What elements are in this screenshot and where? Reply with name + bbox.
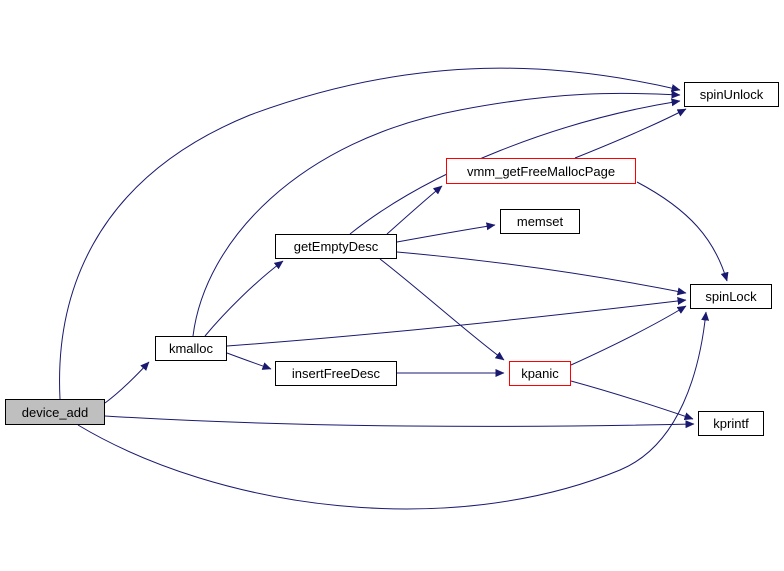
edge-vmm_getFreeMallocPage-spinUnlock: [574, 108, 687, 159]
edge-device_add-spinLock: [77, 311, 710, 510]
node-spinLock-label: spinLock: [705, 289, 757, 304]
edge-getEmptyDesc-spinLock: [396, 251, 687, 296]
node-insertFreeDesc-label: insertFreeDesc: [291, 366, 381, 381]
edge-device_add-spinUnlock: [59, 67, 681, 400]
node-device_add[interactable]: device_add: [5, 399, 105, 425]
node-getEmptyDesc[interactable]: getEmptyDesc: [275, 234, 397, 259]
edge-kpanic-spinLock: [570, 305, 687, 366]
edge-getEmptyDesc-memset: [396, 222, 496, 243]
node-kprintf-label: kprintf: [713, 416, 749, 431]
edge-getEmptyDesc-kpanic: [379, 258, 505, 361]
node-kprintf[interactable]: kprintf: [698, 411, 764, 436]
edge-getEmptyDesc-vmm_getFreeMallocPage: [386, 185, 443, 235]
node-kmalloc-label: kmalloc: [168, 341, 214, 356]
edge-kmalloc-insertFreeDesc: [226, 352, 272, 370]
node-getEmptyDesc-label: getEmptyDesc: [293, 239, 379, 254]
edge-kpanic-kprintf: [570, 380, 694, 421]
edge-device_add-kprintf: [104, 415, 695, 429]
node-kpanic-label: kpanic: [521, 366, 559, 381]
edge-getEmptyDesc-spinUnlock: [349, 98, 681, 235]
node-spinUnlock[interactable]: spinUnlock: [684, 82, 779, 107]
edge-kmalloc-spinUnlock: [192, 90, 681, 337]
edge-kmalloc-getEmptyDesc: [204, 260, 284, 337]
edge-device_add-kmalloc: [104, 361, 150, 404]
edge-kmalloc-spinLock: [226, 297, 687, 347]
edge-vmm_getFreeMallocPage-spinLock: [636, 181, 729, 282]
node-memset[interactable]: memset: [500, 209, 580, 234]
node-spinLock[interactable]: spinLock: [690, 284, 772, 309]
node-vmm_getFreeMallocPage[interactable]: vmm_getFreeMallocPage: [446, 158, 636, 184]
node-insertFreeDesc[interactable]: insertFreeDesc: [275, 361, 397, 386]
node-kmalloc[interactable]: kmalloc: [155, 336, 227, 361]
node-memset-label: memset: [516, 214, 564, 229]
node-device_add-label: device_add: [21, 404, 89, 420]
node-vmm_getFreeMallocPage-label: vmm_getFreeMallocPage: [466, 163, 616, 179]
node-spinUnlock-label: spinUnlock: [699, 87, 764, 102]
node-kpanic[interactable]: kpanic: [509, 361, 571, 386]
